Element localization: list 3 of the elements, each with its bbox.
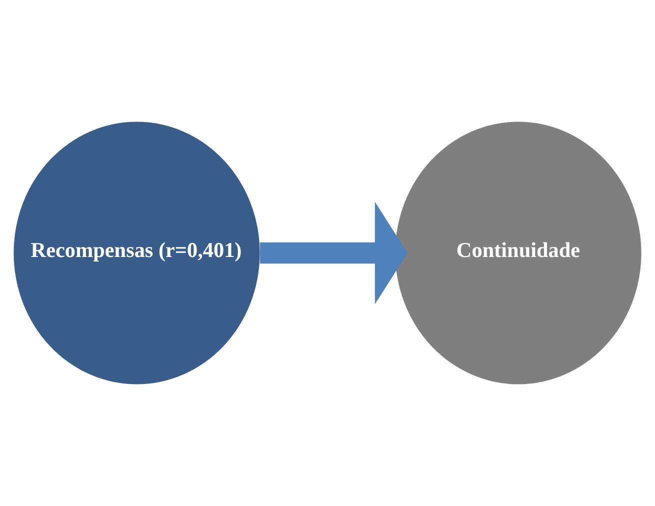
node-circle: Recompensas (r=0,401) — [14, 122, 260, 384]
arrow — [260, 202, 408, 304]
node-circle: Continuidade — [395, 122, 642, 384]
